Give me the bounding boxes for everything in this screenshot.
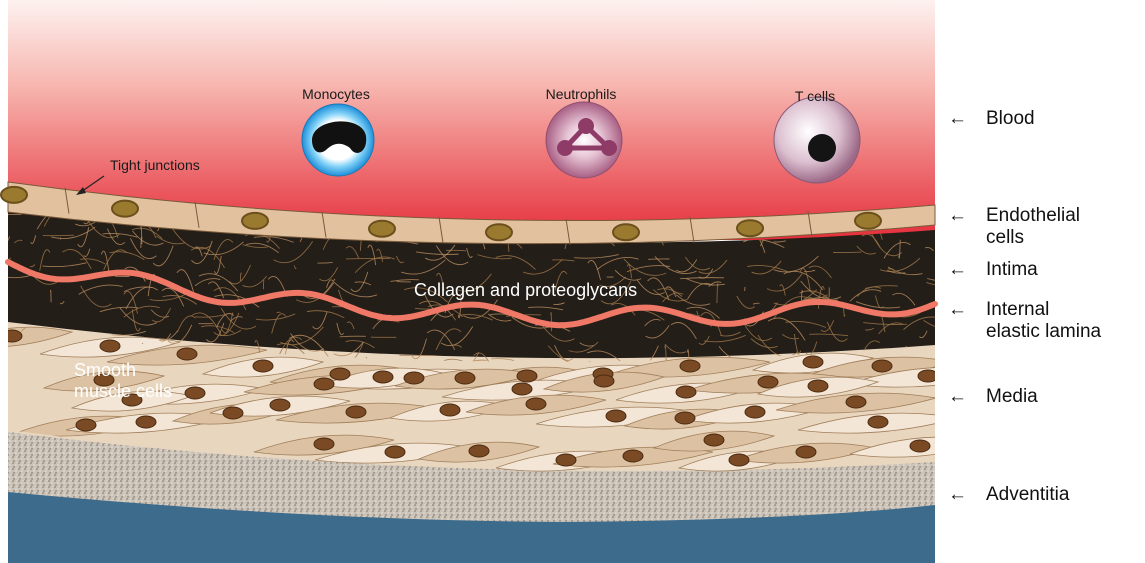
- left-arrow-icon: ←: [948, 259, 986, 281]
- smooth-muscle-nucleus: [177, 348, 197, 360]
- adventitia-layer-label: ← Adventitia: [948, 484, 1069, 506]
- smooth-muscle-nucleus: [623, 450, 643, 462]
- smooth-muscle-nucleus: [680, 360, 700, 372]
- smooth-muscle-nucleus: [100, 340, 120, 352]
- collagen-label: Collagen and proteoglycans: [414, 280, 637, 301]
- smooth-muscle-nucleus: [729, 454, 749, 466]
- smooth-muscle-nucleus: [745, 406, 765, 418]
- endothelial-nucleus: [737, 220, 763, 236]
- monocytes-label: Monocytes: [266, 86, 406, 102]
- smooth-muscle-nucleus: [704, 434, 724, 446]
- elastic-lamina-label: ← Internal elastic lamina: [948, 299, 1101, 343]
- smooth-muscle-nucleus: [404, 372, 424, 384]
- smooth-muscle-nucleus: [385, 446, 405, 458]
- left-arrow-icon: ←: [948, 386, 986, 408]
- smooth-muscle-nucleus: [808, 380, 828, 392]
- endothelial-nucleus: [855, 213, 881, 229]
- neutrophil-cell: [546, 102, 622, 178]
- smooth-muscle-nucleus: [253, 360, 273, 372]
- smooth-muscle-nucleus: [2, 330, 22, 342]
- smooth-muscle-nucleus: [455, 372, 475, 384]
- media-layer-label: ← Media: [948, 386, 1038, 408]
- left-arrow-icon: ←: [948, 205, 986, 227]
- smooth-muscle-nucleus: [185, 387, 205, 399]
- smooth-muscle-nucleus: [373, 371, 393, 383]
- endothelial-nucleus: [613, 224, 639, 240]
- left-arrow-icon: ←: [948, 484, 986, 506]
- neutrophil-lobe: [578, 118, 594, 134]
- endothelial-nucleus: [112, 201, 138, 217]
- endothelial-nucleus: [486, 224, 512, 240]
- smooth-muscle-nucleus: [512, 383, 532, 395]
- smooth-muscle-nucleus: [517, 370, 537, 382]
- endothelial-nucleus: [369, 221, 395, 237]
- smooth-muscle-nucleus: [606, 410, 626, 422]
- smooth-muscle-nucleus: [868, 416, 888, 428]
- endothelial-layer-label: ← Endothelial cells: [948, 205, 1080, 249]
- t-cell: [774, 97, 860, 183]
- smooth-muscle-nucleus: [76, 419, 96, 431]
- smooth-muscle-nucleus: [270, 399, 290, 411]
- smooth-muscle-nucleus: [872, 360, 892, 372]
- neutrophil-lobe: [601, 140, 617, 156]
- smooth-muscle-nucleus: [675, 412, 695, 424]
- smooth-muscle-nucleus: [223, 407, 243, 419]
- endothelial-nucleus: [1, 187, 27, 203]
- left-arrow-icon: ←: [948, 299, 986, 321]
- neutrophils-label: Neutrophils: [511, 86, 651, 102]
- smooth-muscle-nucleus: [526, 398, 546, 410]
- left-arrow-icon: ←: [948, 108, 986, 130]
- monocyte-cell: [302, 104, 374, 176]
- smooth-muscle-nucleus: [796, 446, 816, 458]
- smooth-muscle-nucleus: [469, 445, 489, 457]
- endothelial-nucleus: [242, 213, 268, 229]
- t-cells-label: T cells: [745, 88, 885, 104]
- intima-layer-label: ← Intima: [948, 259, 1038, 281]
- smooth-muscle-label: Smooth muscle cells: [74, 360, 172, 402]
- smooth-muscle-nucleus: [314, 438, 334, 450]
- collagen-fiber: [446, 250, 466, 251]
- smooth-muscle-nucleus: [314, 378, 334, 390]
- smooth-muscle-nucleus: [758, 376, 778, 388]
- smooth-muscle-nucleus: [556, 454, 576, 466]
- blood-layer-label: ← Blood: [948, 108, 1035, 130]
- smooth-muscle-nucleus: [594, 375, 614, 387]
- neutrophil-lobe: [557, 140, 573, 156]
- smooth-muscle-nucleus: [136, 416, 156, 428]
- smooth-muscle-nucleus: [440, 404, 460, 416]
- smooth-muscle-nucleus: [910, 440, 930, 452]
- smooth-muscle-nucleus: [346, 406, 366, 418]
- smooth-muscle-nucleus: [918, 370, 938, 382]
- tight-junctions-label: Tight junctions: [110, 157, 200, 173]
- smooth-muscle-nucleus: [803, 356, 823, 368]
- t-cell-nucleus: [808, 134, 836, 162]
- smooth-muscle-nucleus: [330, 368, 350, 380]
- smooth-muscle-nucleus: [846, 396, 866, 408]
- smooth-muscle-nucleus: [676, 386, 696, 398]
